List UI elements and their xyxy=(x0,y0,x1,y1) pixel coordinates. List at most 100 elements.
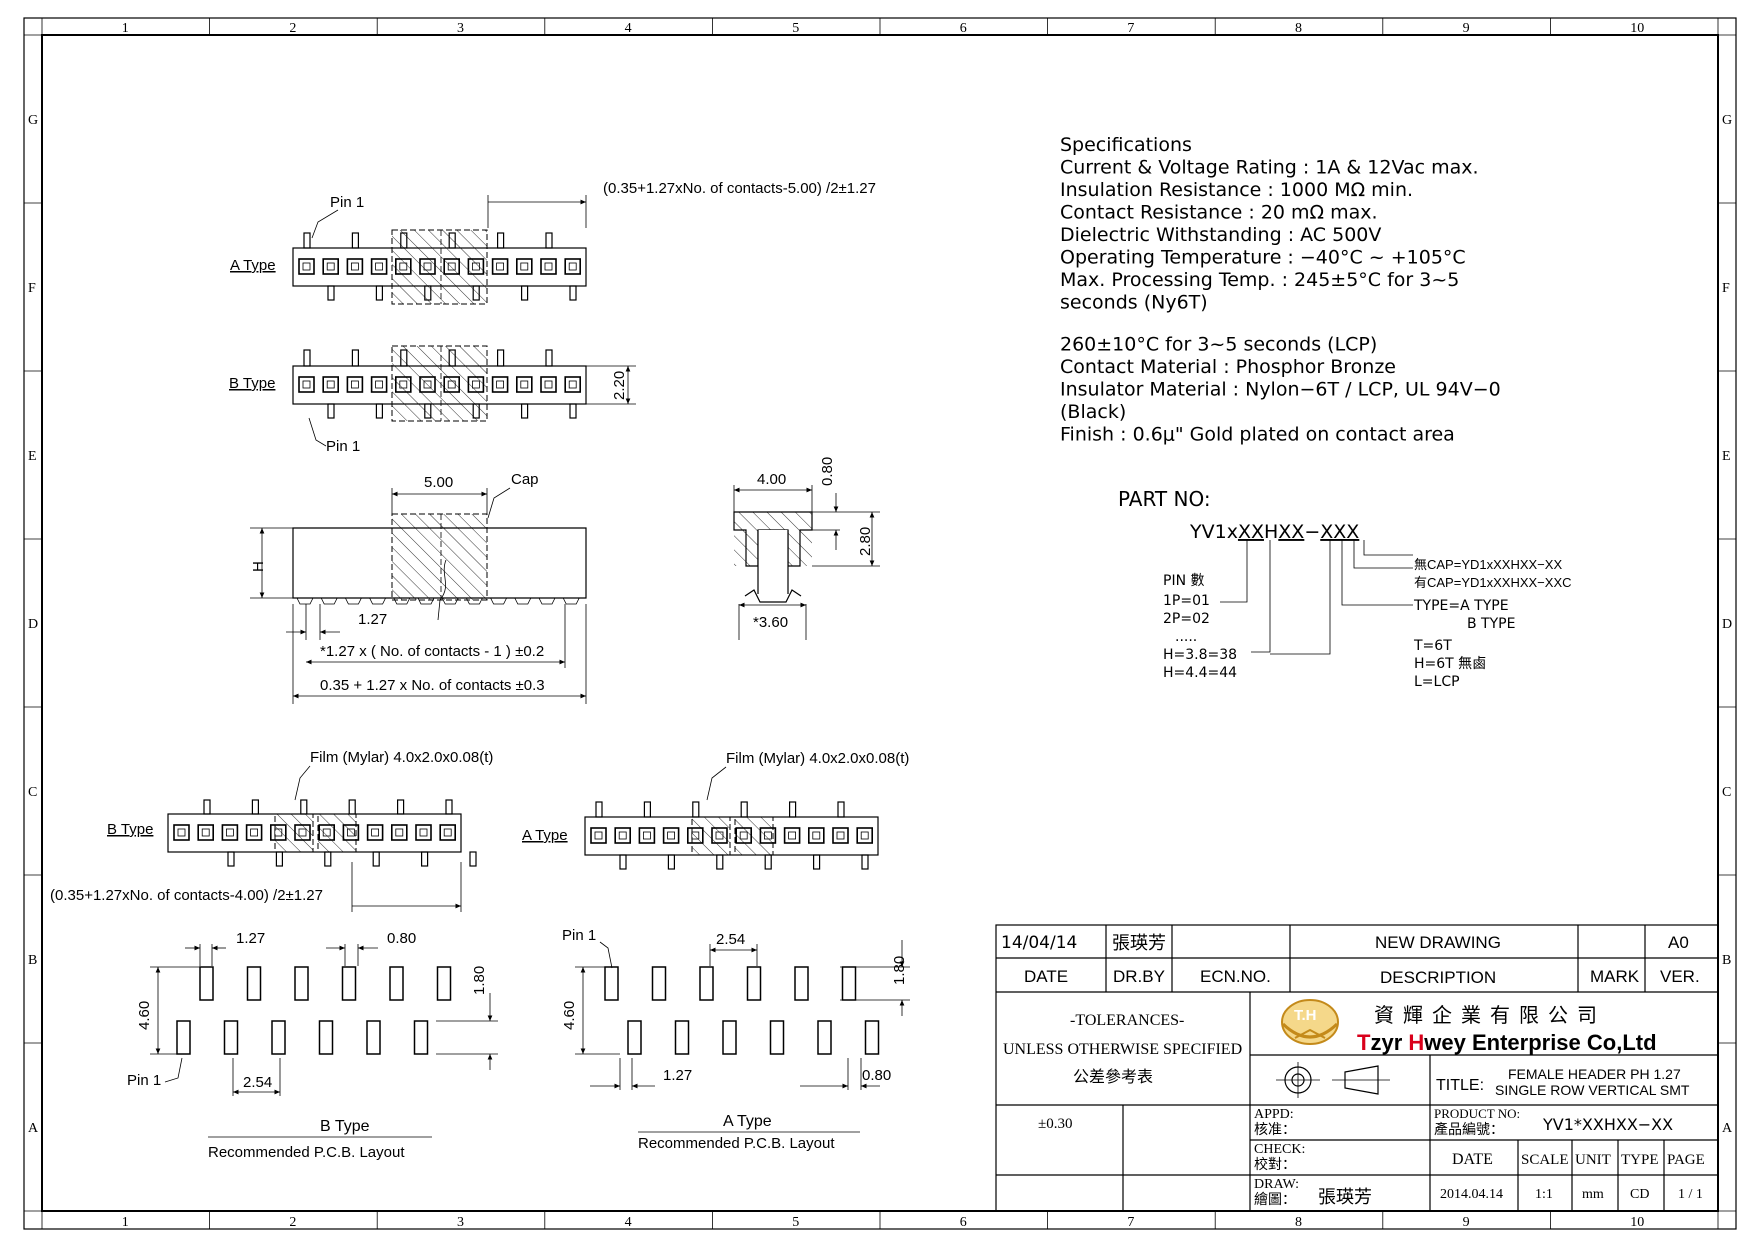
contact-pin xyxy=(375,403,383,419)
spec-line: Contact Material : Phosphor Bronze xyxy=(1060,356,1396,378)
pitch-127-dimension: 1.27 xyxy=(358,611,387,628)
b-pcb-title: B Type xyxy=(320,1118,370,1135)
contact-slot-inner xyxy=(520,262,529,271)
pcb-pad-upper xyxy=(341,966,357,1001)
side-width-360: *3.60 xyxy=(753,614,788,631)
front-view: 5.00 Cap H 1.27 *1.27 x ( No. of contact… xyxy=(250,471,587,704)
column-label-bottom: 2 xyxy=(289,1215,296,1230)
contact-tail xyxy=(320,597,338,605)
contact-slot-inner xyxy=(836,831,845,840)
pcb-pad-lower xyxy=(722,1020,737,1055)
row-label-right: E xyxy=(1722,449,1731,464)
contact-pin xyxy=(692,801,700,818)
type-b-option: B TYPE xyxy=(1467,616,1515,632)
contact-slot xyxy=(322,376,340,393)
column-label-bottom: 7 xyxy=(1127,1215,1134,1230)
contact-slot-inner xyxy=(812,831,821,840)
title-label: TITLE: xyxy=(1436,1077,1484,1094)
pcb-pad-upper xyxy=(389,966,404,1001)
contact-slot xyxy=(491,376,509,393)
draw-label: DRAW: xyxy=(1254,1177,1299,1192)
row-label-left: B xyxy=(28,953,37,968)
contact-pin xyxy=(837,801,845,818)
column-label-top: 3 xyxy=(457,21,464,36)
contact-pin xyxy=(812,854,821,870)
height-option-2: H=4.4=44 xyxy=(1163,665,1237,681)
company-name-cn: 資輝企業有限公司 xyxy=(1374,1004,1606,1027)
pcb-pad-lower xyxy=(769,1020,785,1055)
contact-slot xyxy=(515,376,533,393)
row-label-left: D xyxy=(28,617,38,632)
contact-slot xyxy=(491,258,509,275)
appd-label: APPD: xyxy=(1254,1107,1294,1122)
contact-tail xyxy=(441,597,459,605)
contact-slot xyxy=(415,824,432,841)
spec-line: Insulator Material : Nylon−6T / LCP, UL … xyxy=(1060,379,1501,401)
header-drby: DR.BY xyxy=(1113,967,1165,986)
tolerances-cn: 公差參考表 xyxy=(1073,1068,1153,1086)
draw-value: 張瑛芳 xyxy=(1318,1187,1372,1207)
row-label-left: G xyxy=(28,113,38,128)
row-label-right: G xyxy=(1722,113,1732,128)
val-unit: mm xyxy=(1582,1187,1604,1202)
b-film-label: Film (Mylar) 4.0x2.0x0.08(t) xyxy=(310,749,493,766)
contact-slot xyxy=(590,827,607,844)
contact-pin xyxy=(545,232,553,249)
third-angle-projection-symbol xyxy=(1276,1062,1390,1098)
contact-slot-inner xyxy=(496,262,505,271)
contact-pin xyxy=(520,403,529,419)
pcb-pad-lower xyxy=(366,1020,381,1055)
company-logo: T.H xyxy=(1281,999,1339,1045)
contact-slot xyxy=(370,258,388,275)
val-date: 2014.04.14 xyxy=(1440,1187,1503,1202)
val-scale: 1:1 xyxy=(1535,1187,1553,1202)
b-pcb-080: 0.80 xyxy=(387,930,416,947)
contact-pin xyxy=(861,854,869,870)
contact-pin xyxy=(327,285,335,301)
contact-pin xyxy=(300,799,308,815)
contact-slot xyxy=(807,827,825,844)
contact-slot xyxy=(322,258,340,275)
a-pcb-title: A Type xyxy=(723,1113,772,1130)
contact-slot-inner xyxy=(371,828,380,837)
contact-pin xyxy=(445,799,453,815)
contact-slot xyxy=(564,376,582,393)
pcb-pad-upper xyxy=(436,966,452,1001)
revision-date: 14/04/14 xyxy=(1001,933,1077,953)
contact-pin xyxy=(372,851,380,867)
contact-pin xyxy=(303,349,311,367)
row-label-left: E xyxy=(28,449,37,464)
val-type: CD xyxy=(1630,1187,1649,1202)
part-no-label: PART NO: xyxy=(1118,487,1211,511)
spec-line: Specifications xyxy=(1060,134,1192,156)
contact-pin xyxy=(203,799,211,815)
row-label-right: F xyxy=(1722,281,1730,296)
part-no-code: YV1xXXHXX−XXX xyxy=(1189,521,1359,543)
cap-with-option: 有CAP=YD1xXXHXX−XXC xyxy=(1414,575,1572,590)
header-mark: MARK xyxy=(1590,967,1640,986)
header-description: DESCRIPTION xyxy=(1380,968,1496,987)
material-t: T=6T xyxy=(1413,638,1452,654)
contact-pin xyxy=(497,232,505,249)
contact-pin xyxy=(375,285,383,301)
b-type-pcb-layout: 1.27 0.80 4.60 1.80 Pin 1 2.54 B Type Re… xyxy=(127,930,498,1161)
a-pcb-460: 4.60 xyxy=(561,1001,578,1030)
pitch-formula-dimension: *1.27 x ( No. of contacts - 1 ) ±0.2 xyxy=(320,643,544,660)
check-label-cn: 校對： xyxy=(1254,1156,1296,1173)
a-pin1-label: Pin 1 xyxy=(330,194,364,211)
contact-slot-inner xyxy=(544,380,553,389)
total-length-dimension: 0.35 + 1.27 x No. of contacts ±0.3 xyxy=(320,677,545,694)
contact-pin xyxy=(348,799,356,815)
part-number-block: PART NO: YV1xXXHXX−XXX 無CAP=YD1xXXHXX−XX… xyxy=(1118,487,1572,690)
col-date: DATE xyxy=(1452,1151,1493,1168)
column-label-bottom: 3 xyxy=(457,1215,464,1230)
contact-slot-inner xyxy=(594,831,603,840)
tolerances-note: UNLESS OTHERWISE SPECIFIED xyxy=(1003,1041,1242,1058)
contact-slot-inner xyxy=(443,828,452,837)
side-height-280: 2.80 xyxy=(857,527,874,556)
contact-slot-inner xyxy=(350,262,359,271)
contact-pin xyxy=(520,285,529,301)
